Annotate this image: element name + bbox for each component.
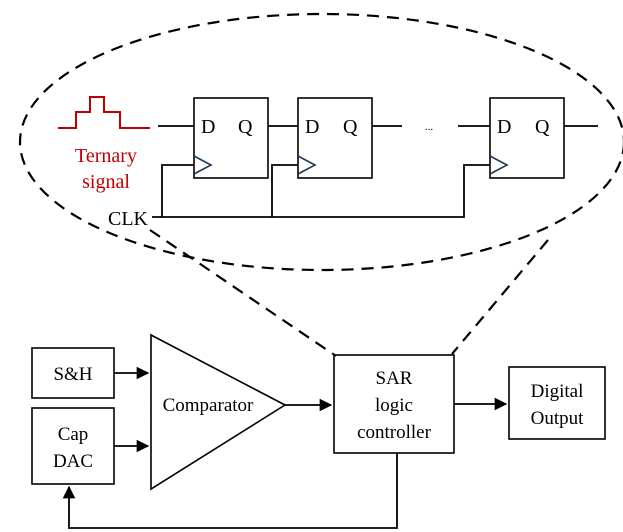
ternary-signal-label-line1: Ternary [75,145,137,167]
zoom-connector-right [451,239,549,355]
zoom-ellipse [18,12,623,272]
digital-output-label-line1: Digital [531,381,584,402]
feedback-wire [62,453,398,529]
clk-wire-ff1 [161,164,194,217]
sar-label-line3: controller [357,422,432,443]
clock-triangle-icon [297,155,317,175]
comparator-label: Comparator [163,395,254,416]
flipflop-d-label: D [497,116,511,138]
digital-output-label-line2: Output [531,408,585,429]
sar-label-line1: SAR [376,368,413,389]
ellipsis-label: ... [425,121,434,133]
sh-label: S&H [53,364,92,385]
flipflop-q-label: Q [535,116,550,138]
comparator-triangle [150,333,287,491]
sar-label-line2: logic [375,395,413,416]
flipflop-1: D Q [193,97,269,179]
clock-triangle-icon [193,155,213,175]
digital-output-block [508,366,606,440]
cap-dac-label-line1: Cap [58,424,89,445]
cap-dac-label-line2: DAC [53,451,93,472]
clock-triangle-icon [489,155,509,175]
ternary-signal-label-line2: signal [82,171,130,193]
cap-dac-block [31,407,115,485]
flipflop-d-label: D [201,116,215,138]
ternary-signal-waveform [58,96,150,129]
flipflop-d-label: D [305,116,319,138]
clk-wire-main [152,164,490,218]
flipflop-q-label: Q [343,116,358,138]
flipflop-2: D Q [297,97,373,179]
flipflop-q-label: Q [238,116,253,138]
clk-wire-ff2 [271,164,298,217]
zoom-connector-left [149,229,337,357]
clk-label: CLK [108,208,149,230]
flipflop-n: D Q [489,97,565,179]
